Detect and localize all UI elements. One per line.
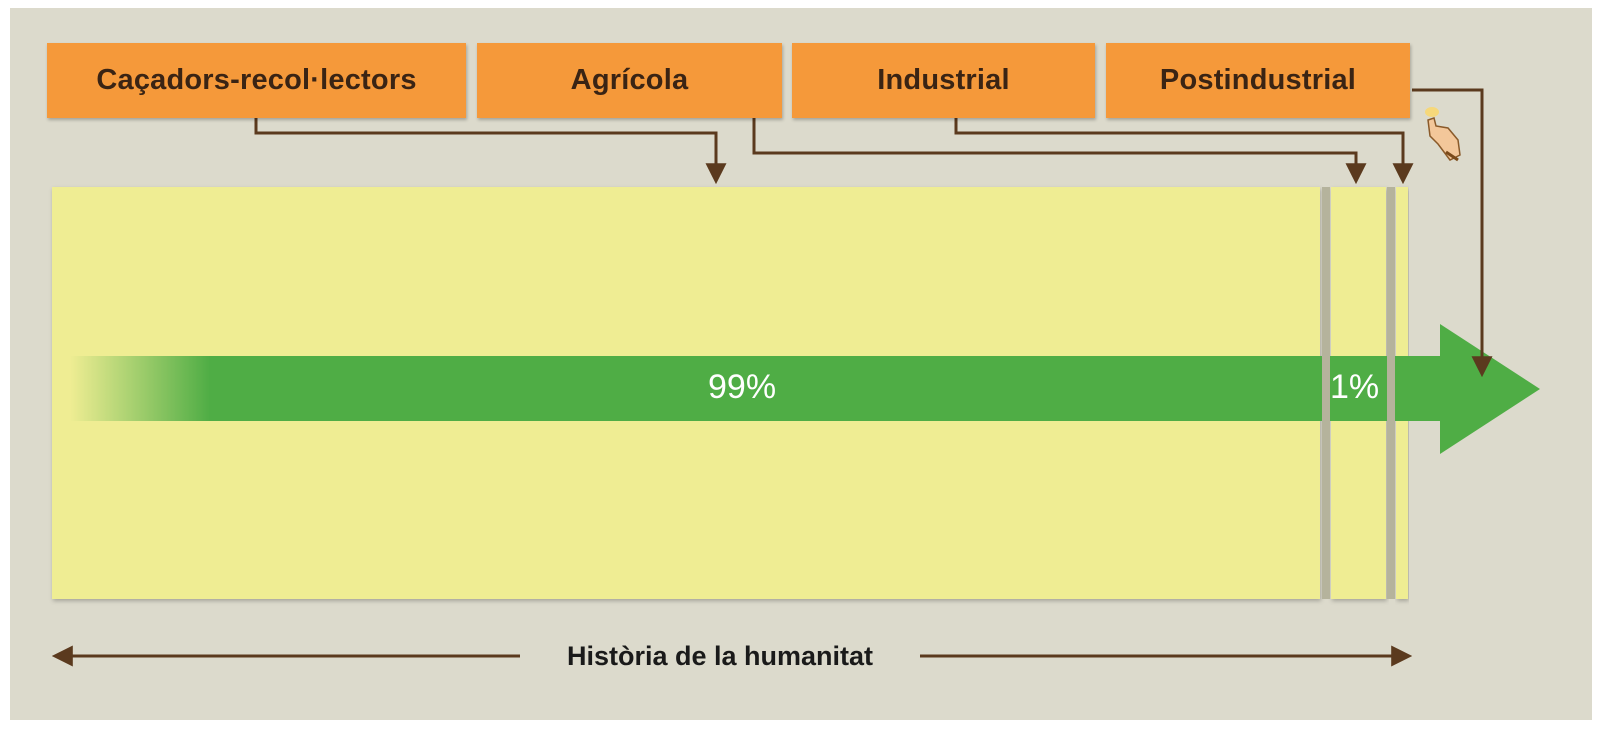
percent-minor-label: 1% <box>1330 368 1380 406</box>
connector-industrial <box>954 118 1414 185</box>
era-box-agricultural: Agrícola <box>477 43 782 118</box>
pointing-hand-icon <box>1425 107 1461 162</box>
era-box-postindustrial: Postindustrial <box>1106 43 1410 118</box>
connector-postindustrial <box>1412 88 1493 378</box>
timeline-label: Història de la humanitat <box>520 634 920 678</box>
connector-hunter <box>254 118 727 185</box>
arrow-head <box>1440 324 1540 454</box>
separator-2 <box>1387 187 1395 599</box>
era-box-hunter-gatherers: Caçadors-recol·lectors <box>47 43 466 118</box>
percent-major-label: 99% <box>708 368 777 406</box>
connector-agricultural <box>752 118 1367 185</box>
separator-1 <box>1322 187 1330 599</box>
arrow-body <box>209 356 1442 421</box>
era-box-industrial: Industrial <box>792 43 1095 118</box>
arrow-fade <box>70 356 210 421</box>
